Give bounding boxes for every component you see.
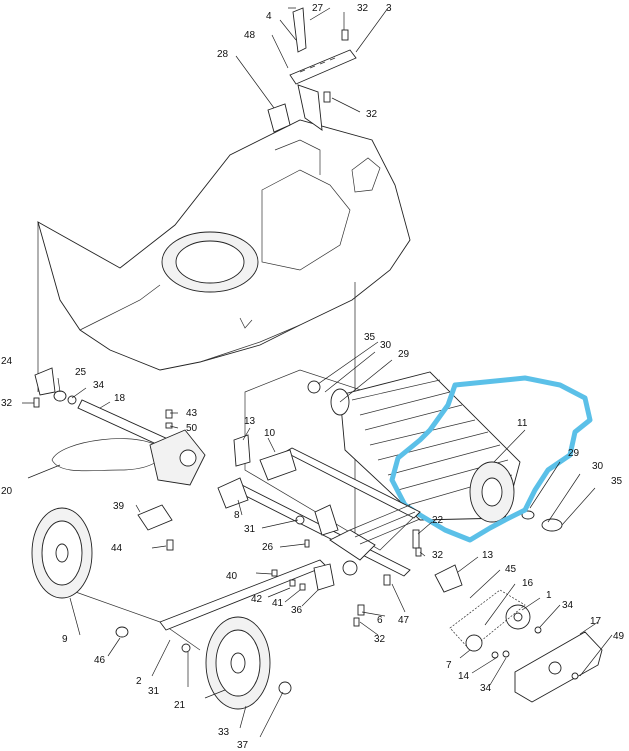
callout-2: 2 (136, 676, 142, 687)
callout-3: 3 (386, 3, 392, 14)
callout-24: 24 (1, 356, 13, 367)
callout-35: 35 (364, 332, 376, 343)
callout-10: 10 (264, 428, 276, 439)
callout-29: 29 (568, 448, 580, 459)
callout-27: 27 (312, 3, 324, 14)
callout-4: 4 (266, 11, 272, 22)
gearbox-and-belt (51, 409, 206, 551)
callout-37: 37 (237, 740, 249, 751)
callout-13: 13 (244, 416, 256, 427)
roller-highlight-outline (389, 375, 593, 543)
chain-cover (514, 631, 603, 703)
callout-36: 36 (291, 605, 303, 616)
callout-16: 16 (522, 578, 534, 589)
callout-7: 7 (446, 660, 452, 671)
callout-6: 6 (377, 615, 383, 626)
callout-9: 9 (62, 634, 68, 645)
callout-44: 44 (111, 543, 123, 554)
callout-18: 18 (114, 393, 126, 404)
callout-39: 39 (113, 501, 125, 512)
callout-13: 13 (482, 550, 494, 561)
callout-32: 32 (366, 109, 378, 120)
callout-41: 41 (272, 598, 284, 609)
callout-40: 40 (226, 571, 238, 582)
callout-32: 32 (1, 398, 13, 409)
callout-26: 26 (262, 542, 274, 553)
wheels (31, 507, 292, 710)
callout-leaders (22, 341, 613, 738)
callout-30: 30 (380, 340, 392, 351)
callout-1: 1 (546, 590, 552, 601)
callout-34: 34 (562, 600, 574, 611)
callout-22: 22 (432, 515, 444, 526)
callout-50: 50 (186, 423, 198, 434)
callout-25: 25 (75, 367, 87, 378)
callout-48: 48 (244, 30, 256, 41)
callout-43: 43 (186, 408, 198, 419)
callout-labels: 27 4 32 3 48 28 32 24 25 34 32 18 43 50 … (1, 3, 625, 751)
callout-49: 49 (613, 631, 625, 642)
callout-31: 31 (148, 686, 160, 697)
rear-roller (244, 369, 563, 551)
callout-28: 28 (217, 49, 229, 60)
mower-deck (37, 119, 411, 371)
height-adjust-lever (267, 7, 357, 133)
chain-drive (412, 529, 542, 659)
callout-31: 31 (244, 524, 256, 535)
callout-33: 33 (218, 727, 230, 738)
callout-32: 32 (374, 634, 386, 645)
callout-32: 32 (432, 550, 444, 561)
front-left-pivot (33, 367, 77, 408)
callout-35: 35 (611, 476, 623, 487)
callout-45: 45 (505, 564, 517, 575)
callout-34: 34 (93, 380, 105, 391)
fasteners (271, 560, 391, 627)
callout-32: 32 (357, 3, 369, 14)
height-brackets (217, 434, 339, 548)
callout-30: 30 (592, 461, 604, 472)
callout-17: 17 (590, 616, 602, 627)
callout-42: 42 (251, 594, 263, 605)
callout-20: 20 (1, 486, 13, 497)
callout-14: 14 (458, 671, 470, 682)
callout-11: 11 (517, 418, 528, 429)
callout-21: 21 (174, 700, 186, 711)
callout-47: 47 (398, 615, 410, 626)
callout-8: 8 (234, 510, 240, 521)
callout-46: 46 (94, 655, 106, 666)
callout-29: 29 (398, 349, 410, 360)
callout-34: 34 (480, 683, 492, 694)
